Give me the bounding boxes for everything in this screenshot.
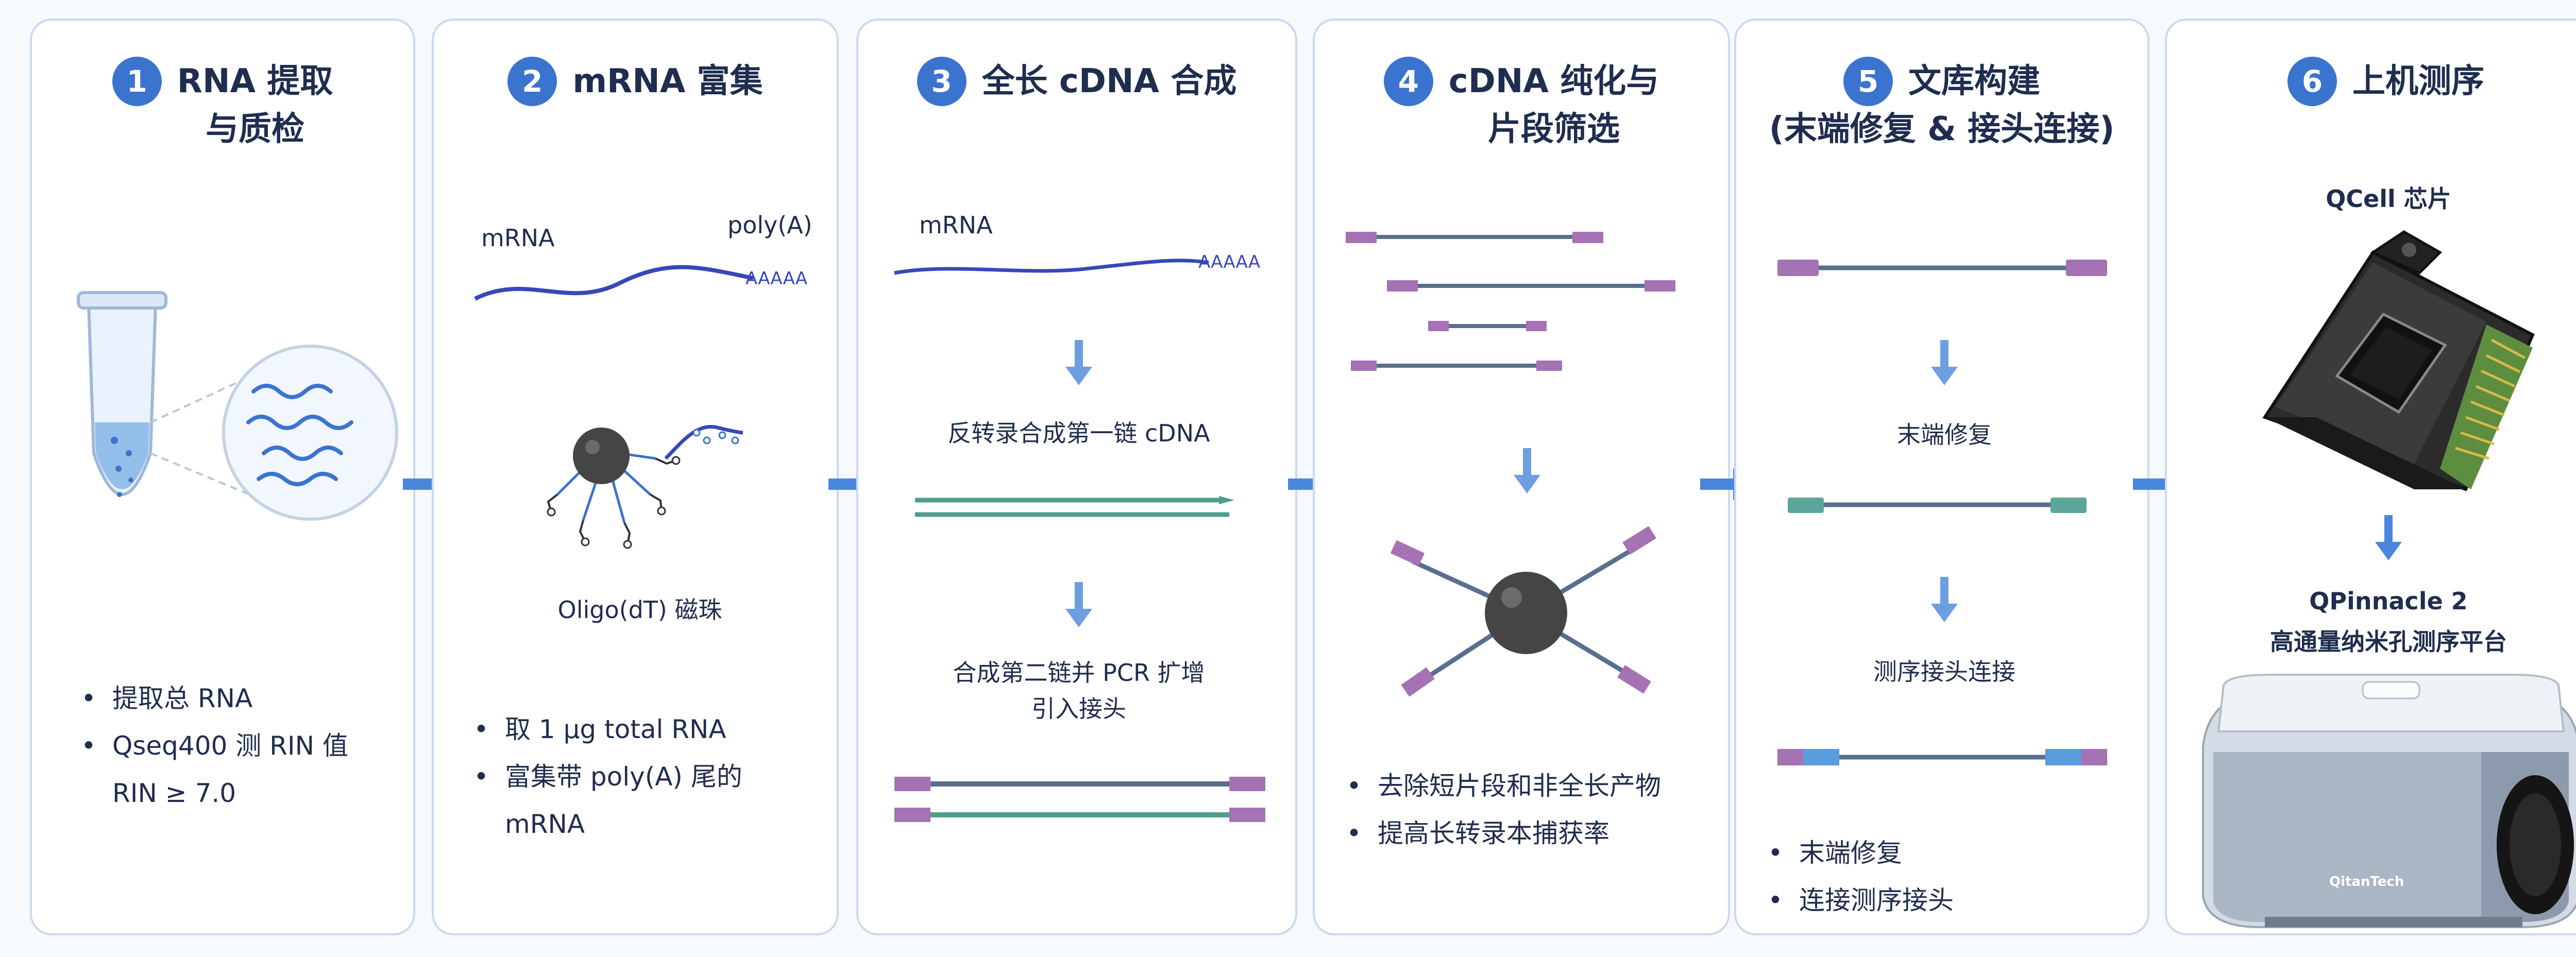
bullet-text: 取 1 µg total RNA: [505, 714, 726, 744]
step-title-line-1: RNA 提取: [177, 62, 333, 100]
step-title-line-2: 与质检: [206, 110, 304, 148]
step-6-header: 6 上机测序: [2167, 57, 2576, 106]
step-5-header: 5 文库构建 (末端修复 & 接头连接): [1736, 57, 2147, 152]
bullet-text: Qseq400 测 RIN 值: [112, 731, 348, 761]
second-strand-label: 合成第二链并 PCR 扩增: [953, 659, 1205, 687]
polya-tail-text: AAAAA: [1198, 252, 1260, 272]
step-2-bullets: •取 1 µg total RNA •富集带 poly(A) 尾的 mRNA: [471, 706, 742, 848]
step-title-line-1: mRNA 富集: [572, 62, 763, 100]
bullet-text: 去除短片段和非全长产物: [1378, 771, 1661, 801]
step-1-panel: 1 RNA 提取 与质检 •提取总 RNA •Qseq: [30, 19, 415, 935]
platform-label: QPinnacle 2: [2309, 587, 2468, 615]
step-4-header: 4 cDNA 纯化与 片段筛选: [1315, 57, 1728, 152]
tube-icon: [77, 291, 167, 497]
qcell-chip-icon: [2262, 230, 2535, 491]
adapter-ligation-label: 测序接头连接: [1873, 658, 2015, 686]
step-title-line-2: (末端修复 & 接头连接): [1769, 110, 2115, 148]
step-4-panel: 4 cDNA 纯化与 片段筛选 •去除短片段和非全长产物 •提高长转录本: [1313, 19, 1730, 935]
step-3-header: 3 全长 cDNA 合成: [858, 57, 1295, 106]
down-arrow-icon: [1514, 448, 1540, 493]
step-2-header: 2 mRNA 富集: [434, 57, 837, 106]
step-5-panel: 5 文库构建 (末端修复 & 接头连接) 末端修复 测序接头连接 •末端修复 •…: [1734, 19, 2149, 935]
step-number-badge: 5: [1843, 57, 1893, 106]
step-number-badge: 6: [2287, 57, 2337, 106]
bullet-text: 提高长转录本捕获率: [1378, 818, 1609, 848]
step-6-panel: 6 上机测序 QCell 芯片 QPinnacle 2 高通量纳米孔测序平台: [2165, 19, 2576, 935]
step-number-badge: 1: [112, 57, 162, 106]
polya-tail-text: AAAAA: [745, 268, 807, 289]
first-strand-label: 反转录合成第一链 cDNA: [947, 419, 1210, 447]
step-title-line-2: 片段筛选: [1488, 110, 1620, 148]
down-arrow-icon: [1931, 577, 1958, 622]
magnified-rna-icon: [222, 345, 398, 521]
blunt-fragment-illustration: [1777, 260, 2107, 276]
down-arrow-icon: [1931, 340, 1958, 385]
bullet-text: RIN ≥ 7.0: [112, 778, 236, 808]
bullet-text: 富集带 poly(A) 尾的: [505, 762, 742, 792]
step-title-line-1: 全长 cDNA 合成: [981, 62, 1237, 100]
second-strand-label-2: 引入接头: [1031, 695, 1126, 723]
bullet-text: mRNA: [505, 809, 585, 839]
first-strand-cdna-illustration: [915, 496, 1234, 517]
oligo-dt-bead-icon: [547, 425, 743, 549]
bead-with-fragments-icon: [1390, 526, 1656, 697]
brand-logo-text: QitanTech: [2329, 874, 2404, 890]
step-number-badge: 4: [1383, 57, 1433, 106]
step-3-panel: 3 全长 cDNA 合成 mRNA AAAAA 反转录合成第一链 cDNA 合成…: [856, 19, 1297, 935]
step-title-line-1: cDNA 纯化与: [1448, 62, 1659, 100]
rna-tube-illustration: [77, 291, 398, 521]
adapter-ligated-fragment-illustration: [1777, 749, 2107, 765]
end-repair-label: 末端修复: [1897, 421, 1992, 449]
ds-cdna-with-adapters-illustration: [894, 777, 1265, 822]
repaired-fragment-illustration: [1788, 498, 2087, 513]
down-arrow-icon: [2375, 515, 2402, 560]
down-arrow-icon: [1065, 340, 1092, 385]
mrna-template-illustration: AAAAA: [894, 252, 1260, 275]
step-number-badge: 2: [507, 57, 557, 106]
mrna-label: mRNA: [919, 211, 993, 239]
polya-label: poly(A): [727, 211, 812, 239]
down-arrow-icon: [1065, 582, 1092, 627]
step-2-panel: 2 mRNA 富集 mRNA poly(A) AAAAA: [432, 19, 839, 935]
chip-label: QCell 芯片: [2326, 185, 2451, 213]
step-title-line-1: 文库构建: [1908, 62, 2040, 100]
step-1-header: 1 RNA 提取 与质检: [32, 57, 413, 152]
qpinnacle-sequencer-icon: QitanTech: [2202, 674, 2576, 928]
bead-label: Oligo(dT) 磁珠: [557, 596, 722, 624]
cdna-fragments-illustration: [1346, 232, 1675, 371]
step-number-badge: 3: [917, 57, 967, 106]
bullet-text: 末端修复: [1799, 838, 1902, 868]
step-5-bullets: •末端修复 •连接测序接头: [1765, 829, 1954, 924]
platform-label-2: 高通量纳米孔测序平台: [2270, 628, 2507, 656]
mrna-strand-illustration: AAAAA: [474, 265, 807, 301]
bullet-text: 提取总 RNA: [112, 683, 253, 713]
bullet-text: 连接测序接头: [1799, 885, 1954, 915]
step-title-line-1: 上机测序: [2352, 62, 2484, 100]
step-1-bullets: •提取总 RNA •Qseq400 测 RIN 值 RIN ≥ 7.0: [78, 675, 348, 817]
mrna-label: mRNA: [481, 224, 555, 252]
step-4-bullets: •去除短片段和非全长产物 •提高长转录本捕获率: [1344, 762, 1661, 857]
